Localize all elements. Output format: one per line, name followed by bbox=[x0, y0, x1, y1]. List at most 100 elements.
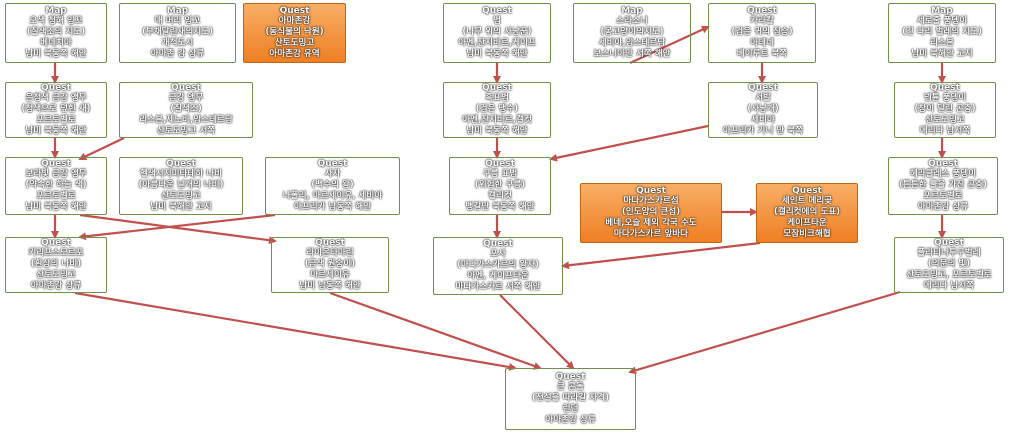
node-tag: Quest bbox=[792, 186, 822, 196]
node-line: 캘리컷 bbox=[488, 191, 512, 201]
node-line: (검은 맹수) bbox=[475, 104, 519, 114]
node-line: 남미 북동쪽 해안 bbox=[25, 126, 87, 136]
node-line: 아테네 bbox=[750, 38, 774, 48]
node-line: 세인트 메리곶 bbox=[781, 196, 833, 206]
quest-node: Quest 포사 (마다가스카르의 왕자) 아멘, 케이프타운 마다가스카르 서… bbox=[433, 237, 563, 295]
node-line: 뱅갈만 북동쪽 해안 bbox=[465, 202, 535, 212]
node-line: (인도양의 큰섬) bbox=[621, 207, 681, 217]
map-node: Map 매 머리 잉꼬 (부채달린새의지도) 개척도시 아마존 강 상류 bbox=[119, 3, 236, 63]
node-tag: Map bbox=[45, 6, 67, 16]
node-line: 남미 북해안 고지 bbox=[150, 202, 212, 212]
node-line: (검은 귀의 짐승) bbox=[731, 27, 793, 37]
node-line: 은청색 금강 앵무 bbox=[25, 93, 87, 103]
node-tag: Quest bbox=[748, 83, 778, 93]
node-line: (백수의 왕) bbox=[311, 180, 354, 190]
node-line: 남미 북동쪽 해안 bbox=[466, 126, 528, 136]
node-line: 아마존강 상류 bbox=[545, 415, 596, 425]
quest-node: Quest 라이온타마린 (금색 원숭이) 마르세이유 남미 남동쪽 해안 bbox=[271, 237, 389, 293]
node-line: (환상의 나비) bbox=[30, 259, 82, 269]
node-line: 포사 bbox=[490, 249, 506, 259]
node-line: (칠색조의 지도) bbox=[26, 27, 86, 37]
flow-arrow bbox=[561, 241, 761, 270]
quest-node: Quest 범 (나무 위의 사냥꾼) 아멘,잔지바르,케이프 남미 북동쪽 해… bbox=[443, 3, 551, 63]
node-line: 오색 청해 잉꼬 bbox=[29, 16, 83, 26]
node-tag: Quest bbox=[482, 83, 512, 93]
node-line: 케이프타운 bbox=[787, 218, 827, 228]
node-line: 아마존강 상류 bbox=[30, 281, 82, 291]
quest-node: Quest 세인트 메리곶 (캘리컷에의 도표) 케이프타운 모잠비크해협 bbox=[756, 183, 858, 243]
node-line: 범 bbox=[493, 16, 501, 26]
node-tag: Quest bbox=[483, 239, 513, 249]
node-line: 세비야,암스테르담 bbox=[598, 38, 666, 48]
node-line: 남미 남동쪽 해안 bbox=[299, 281, 361, 291]
node-line: 아멘,잔지바르,캘컷 bbox=[462, 115, 532, 125]
node-line: 플라티나투구벌레 bbox=[917, 248, 981, 258]
node-line: 카라칼 bbox=[750, 16, 774, 26]
node-line: (청색으로 덮힌 새) bbox=[21, 104, 91, 114]
node-line: 스라소니 bbox=[616, 16, 648, 26]
quest-node: Quest 키리프스모르포 (환상의 나비) 산토도밍고 아마존강 상류 bbox=[5, 237, 107, 293]
node-line: 마다가스카르 서쪽 해안 bbox=[455, 282, 541, 292]
flow-arrow bbox=[78, 137, 125, 161]
node-line: (나무 위의 사냥꾼) bbox=[462, 27, 532, 37]
node-line: 산토도밍고 bbox=[36, 270, 76, 280]
node-line: (의문의 빛) bbox=[927, 259, 971, 269]
node-line: 남미 북동쪽 해안 bbox=[25, 49, 87, 59]
node-tag: Quest bbox=[315, 238, 345, 248]
node-line: (금색 원숭이) bbox=[304, 259, 356, 269]
node-line: 아마존 강 상류 bbox=[150, 49, 205, 59]
node-line: 키리프스모르포 bbox=[28, 248, 84, 258]
node-line: 나폴리, 마르세이유, 세비야 bbox=[282, 191, 383, 201]
node-line: 아마존강 상류 bbox=[917, 202, 969, 212]
node-line: (캘리컷에의 도표) bbox=[773, 207, 841, 217]
node-line: 큰 콘돌 bbox=[557, 382, 584, 392]
node-line: 사자 bbox=[324, 169, 341, 179]
node-line: 메리다 남서쪽 bbox=[923, 281, 975, 291]
node-line: 아마존강 유역 bbox=[269, 49, 320, 59]
flow-arrow bbox=[78, 213, 276, 241]
map-node: Map 오색 청해 잉꼬 (칠색조의 지도) 베네치아 남미 북동쪽 해안 bbox=[5, 3, 107, 63]
quest-node: Quest 흑표범 (검은 맹수) 아멘,잔지바르,캘컷 남미 북동쪽 해안 bbox=[443, 82, 551, 138]
node-line: 헬색시지미타테하 나비 bbox=[139, 169, 223, 179]
quest-node: Quest 카라칼 (검은 귀의 짐승) 아테네 베이루트 북쪽 bbox=[708, 3, 816, 63]
node-line: 아멘,잔지바르,케이프 bbox=[458, 38, 536, 48]
node-line: 산토도밍고 bbox=[161, 191, 201, 201]
node-line: 넵튠 풍뎅이 bbox=[923, 93, 967, 103]
flow-arrow bbox=[329, 291, 542, 370]
node-tag: Quest bbox=[930, 83, 960, 93]
flow-arrow bbox=[499, 294, 575, 370]
node-line: 헤라클레스 풍뎅이 bbox=[909, 169, 977, 179]
node-tag: Quest bbox=[171, 83, 201, 93]
node-line: 아마존강 bbox=[278, 16, 311, 26]
quest-node: Quest 서발 (사냥개) 세비야 아프리카 기니 만 북쪽 bbox=[708, 82, 818, 138]
node-line: (마다가스카르의 왕자) bbox=[456, 260, 539, 270]
node-tag: Map bbox=[931, 6, 953, 16]
map-node: Map 스라소니 (몽고양이의지도) 세비야,암스테르담 보스니아만 서쪽 해안 bbox=[573, 3, 691, 63]
node-tag: Quest bbox=[636, 186, 666, 196]
node-line: 런던 bbox=[562, 404, 579, 414]
node-line: (몽고양이의지도) bbox=[600, 27, 664, 37]
node-line: 세로줄 풍뎅이 bbox=[916, 16, 968, 26]
node-tag: Quest bbox=[934, 238, 964, 248]
node-line: 개척도시 bbox=[161, 38, 194, 48]
quest-node: Quest 헬색시지미타테하 나비 (아름다운 날개의 나비) 산토도밍고 남미… bbox=[119, 157, 243, 215]
node-line: (아름다운 날개의 나비) bbox=[138, 180, 224, 190]
node-line: 리스본 bbox=[930, 38, 954, 48]
node-tag: Quest bbox=[41, 83, 71, 93]
quest-node: Quest 구름 표범 (위험한 구름) 캘리컷 뱅갈만 북동쪽 해안 bbox=[449, 157, 551, 215]
node-line: 남미 북동쪽 해안 bbox=[25, 202, 87, 212]
quest-node: Quest 플라티나투구벌레 (의문의 빛) 산토도밍고, 포르토벨로 메리다 … bbox=[894, 237, 1004, 293]
node-line: 서발 bbox=[755, 93, 771, 103]
node-line: 모잠비크해협 bbox=[783, 229, 831, 239]
node-line: 남미 북해안 고지 bbox=[911, 49, 973, 59]
node-line: 매 머리 잉꼬 bbox=[154, 16, 201, 26]
node-line: 산토도밍고 서쪽 bbox=[156, 126, 216, 136]
node-line: (튼튼한 뿔을 가진 곤충) bbox=[899, 180, 987, 190]
flow-arrow bbox=[74, 291, 517, 371]
quest-node: Quest 금강 앵무 (칠색조) 리스본,제노바,암스테르담 산토도밍고 서쪽 bbox=[119, 82, 253, 138]
node-line: (부채달린새의지도) bbox=[141, 27, 214, 37]
node-tag: Quest bbox=[485, 159, 515, 169]
quest-node: Quest 마다가스카르섬 (인도양의 큰섬) 베네,오슬 제외 각국 수도 마… bbox=[580, 183, 722, 243]
